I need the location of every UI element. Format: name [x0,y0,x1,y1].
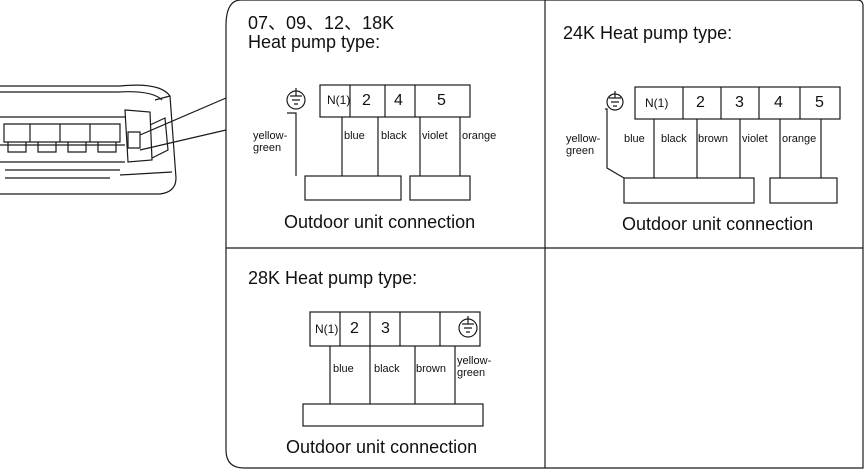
panel2-wire-label: yellow- [566,133,601,145]
panel2-wire-label: brown [698,133,728,145]
panel2-terminal-label: 2 [696,94,705,111]
panel1-footer: Outdoor unit connection [284,212,476,232]
panel1-terminal-label: 2 [362,92,371,109]
panel1-title-line2: Heat pump type: [248,32,381,52]
panel1-ground-icon [286,88,306,110]
panel1-wires [287,112,461,176]
panel1-terminal-block [319,84,471,118]
panel-frame [225,0,864,469]
panel3-wire-label: brown [416,363,446,375]
panel2-connector-right [769,177,838,204]
panel1-connector-left [304,175,402,201]
panel3-wire-label: black [374,363,400,375]
panel2-wires [605,108,822,179]
panel3-wires [329,346,456,404]
panel1-wire-label: green [253,142,282,154]
panel3-wire-label: yellow- [457,355,492,367]
panel3-ground-icon [458,316,478,338]
panel2-wire-label: black [661,133,687,145]
panel3-connector [302,403,484,427]
panel2-footer: Outdoor unit connection [622,214,814,234]
panel2-terminal-label: 3 [735,94,744,111]
panel1-wire-label: violet [422,130,448,142]
leader-line [139,129,227,151]
panel3-terminal-block [309,311,481,347]
panel1-wire-label: black [381,130,407,142]
panel2-terminal-label: N(1) [645,96,669,110]
leader-line [139,97,227,136]
panel1-wire-label: blue [344,130,365,142]
panel3-wire-label: green [457,367,486,379]
panel2-title: 24K Heat pump type: [563,23,733,43]
panel2-ground-icon [606,91,624,111]
panel2-connector-left [623,177,755,204]
panel3-terminal-label: 3 [381,320,390,337]
panel1-wire-label: yellow- [253,130,288,142]
panel3-terminal-label: N(1) [315,322,339,336]
panel3-wire-label: blue [333,363,354,375]
panel2-terminal-block [634,86,841,120]
panel2-wire-label: green [566,145,595,157]
panel3-footer: Outdoor unit connection [286,437,478,457]
panel1-wire-label: orange [462,130,497,142]
panel3-title: 28K Heat pump type: [248,268,418,288]
panel1-terminal-label: 4 [394,92,403,109]
panel2-wire-label: violet [742,133,768,145]
panel2-terminal-label: 4 [774,94,783,111]
panel1-title-line1: 07、09、12、18K [248,13,395,33]
panel2-terminal-label: 5 [815,94,824,111]
panel1-terminal-label: N(1) [327,93,351,107]
panel2-wire-label: blue [624,133,645,145]
panel3-terminal-label: 2 [350,320,359,337]
panel1-connector-right [409,175,471,201]
panel1-terminal-label: 5 [437,92,446,109]
panel2-wire-label: orange [782,133,817,145]
indoor-unit-illustration [0,84,177,195]
